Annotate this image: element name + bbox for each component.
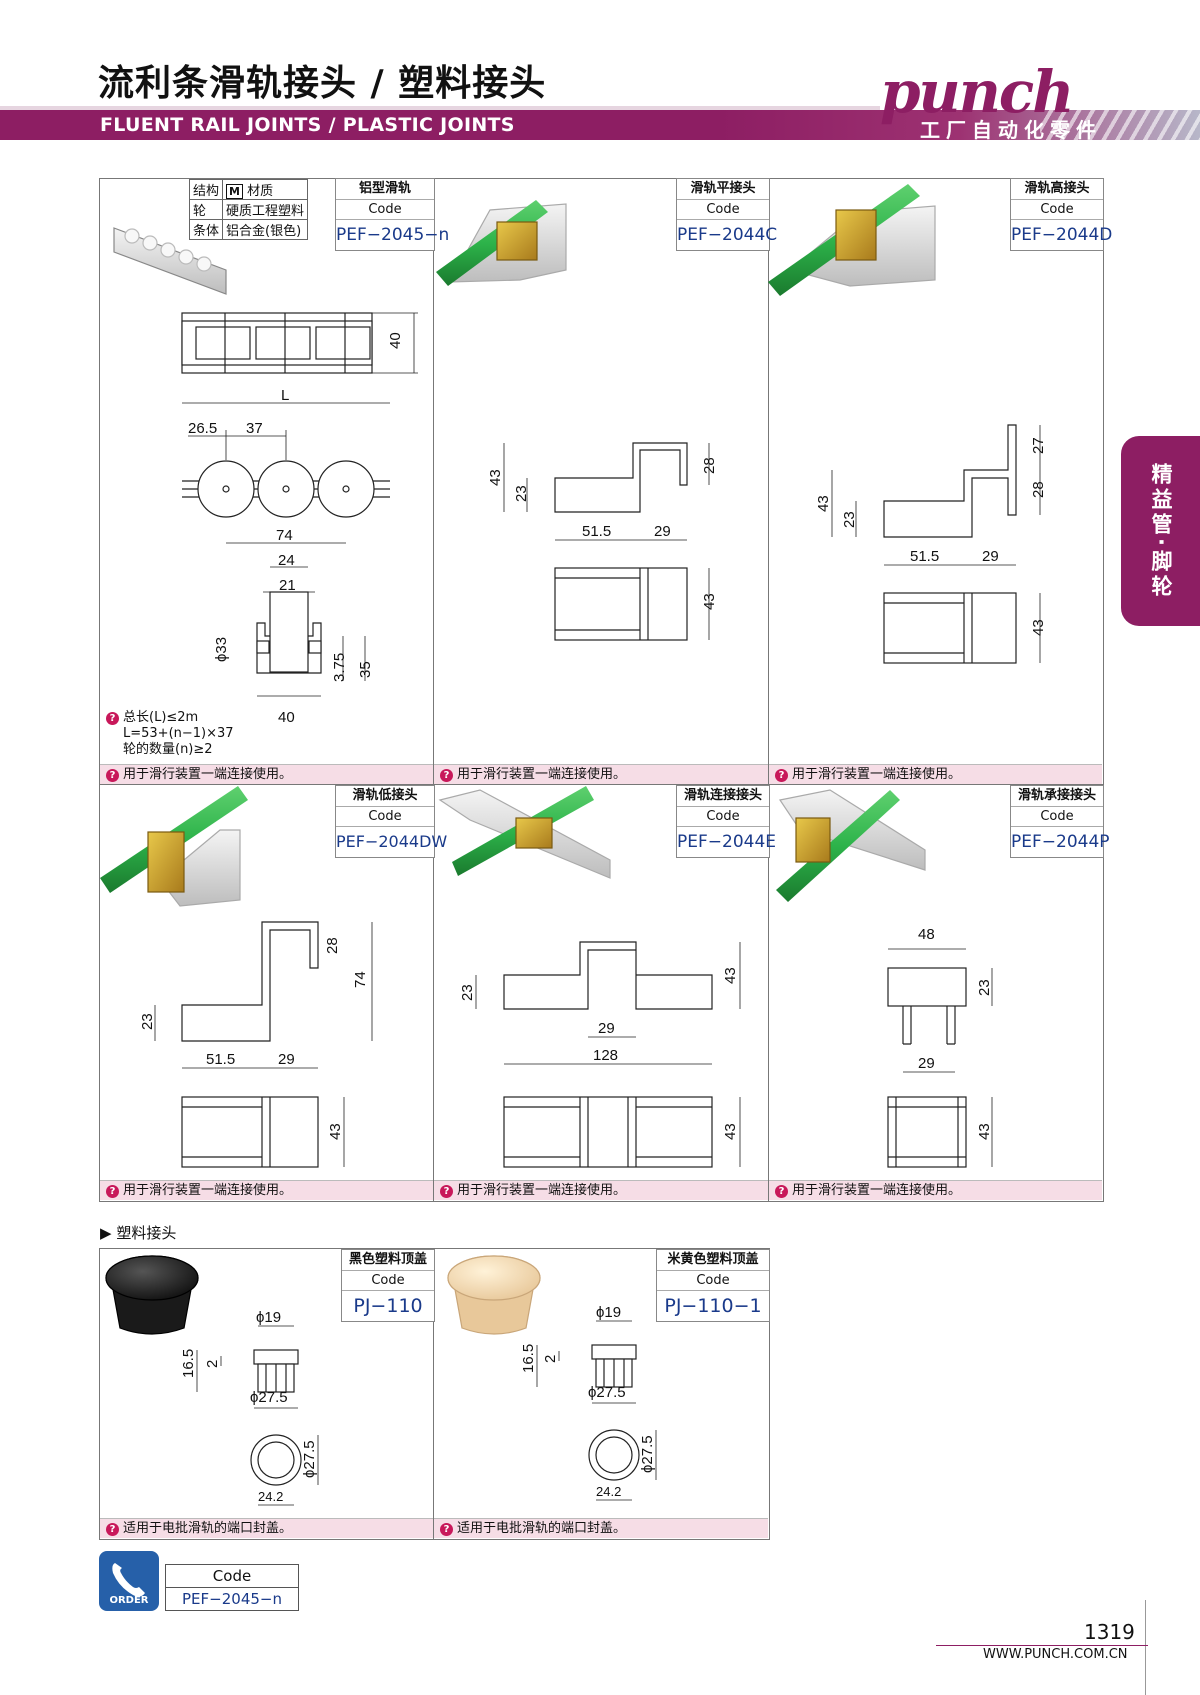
product-name: 滑轨低接头 (336, 786, 434, 807)
title-bar (0, 110, 1200, 140)
note-text: 用于滑行装置一端连接使用。 (123, 1183, 293, 1198)
product-code[interactable]: PEF−2044P (1011, 832, 1110, 852)
code-label: Code (342, 1271, 434, 1291)
section-plastic-joints: ▶ 塑料接头 (100, 1222, 176, 1243)
order-label: ORDER (109, 1595, 149, 1606)
note-bar: ? 用于滑行装置一端连接使用。 (100, 1180, 433, 1200)
title-bar-top-line (0, 106, 880, 110)
footer-line (936, 1645, 1148, 1646)
product-name: 铝型滑轨 (336, 179, 434, 200)
code-box: 米黄色塑料顶盖 Code PJ−110−1 (656, 1249, 770, 1322)
note-bar: ? 用于滑行装置一端连接使用。 (769, 1180, 1102, 1200)
note-bar: ? 适用于电批滑轨的端口封盖。 (100, 1518, 433, 1538)
code-label: Code (677, 807, 769, 827)
product-code[interactable]: PEF−2044D (1011, 225, 1113, 245)
spec-mat-body: 铝合金(银色) (222, 219, 309, 240)
product-name: 滑轨承接接头 (1011, 786, 1103, 807)
triangle-icon: ▶ (100, 1224, 112, 1242)
punch-logo: punch (880, 58, 1074, 126)
info-icon: ? (106, 712, 119, 725)
side-tab[interactable]: 精益管·脚轮 (1121, 436, 1200, 626)
product-code[interactable]: PEF−2044DW (336, 832, 448, 851)
note-bar: ? 用于滑行装置一端连接使用。 (769, 764, 1102, 784)
material-label: 材质 (247, 184, 274, 199)
product-code[interactable]: PEF−2044C (677, 225, 778, 245)
footer-vline (1145, 1600, 1146, 1695)
product-name: 米黄色塑料顶盖 (657, 1250, 769, 1271)
info-icon: ? (775, 1185, 788, 1198)
product-code[interactable]: PJ−110 (353, 1295, 423, 1317)
code-box: 滑轨平接头 Code PEF−2044C (676, 178, 778, 251)
order-code-label: Code (212, 1567, 252, 1585)
order-code[interactable]: PEF−2045−n (166, 1587, 298, 1610)
note-text: 适用于电批滑轨的端口封盖。 (457, 1521, 627, 1536)
note-text: 用于滑行装置一端连接使用。 (792, 1183, 962, 1198)
spec-header-structure: 结构 (188, 179, 224, 200)
code-label: Code (1011, 200, 1103, 220)
code-label: Code (657, 1271, 769, 1291)
info-icon: ? (440, 769, 453, 782)
info-icon: ? (440, 1185, 453, 1198)
code-label: Code (336, 200, 434, 220)
logo-subtitle: 工厂自动化零件 (920, 118, 1102, 142)
panel-flat-joint (433, 178, 770, 786)
spec-header-material: M 材质 (222, 179, 309, 200)
product-name: 滑轨高接头 (1011, 179, 1103, 200)
note-bar: ? 用于滑行装置一端连接使用。 (434, 1180, 768, 1200)
spec-mat-wheel: 硬质工程塑料 (222, 199, 309, 220)
rail-notes: ? 总长(L)≤2m L=53+(n−1)×37 轮的数量(n)≥2 (106, 710, 234, 758)
info-icon: ? (440, 1523, 453, 1536)
product-name: 滑轨连接接头 (677, 786, 769, 807)
panel-rail (99, 178, 435, 786)
material-badge: M (226, 184, 243, 199)
order-code-box: Code PEF−2045−n (165, 1564, 299, 1611)
code-box: 滑轨连接接头 Code PEF−2044E (676, 785, 777, 858)
section-label: 塑料接头 (116, 1224, 177, 1242)
product-name: 黑色塑料顶盖 (342, 1250, 434, 1271)
code-label: Code (1011, 807, 1103, 827)
code-box: 黑色塑料顶盖 Code PJ−110 (341, 1249, 435, 1322)
product-name: 滑轨平接头 (677, 179, 769, 200)
note-bar: ? 用于滑行装置一端连接使用。 (100, 764, 433, 784)
code-box: 滑轨高接头 Code PEF−2044D (1010, 178, 1113, 251)
page-title-en: FLUENT RAIL JOINTS / PLASTIC JOINTS (100, 114, 515, 136)
info-icon: ? (106, 769, 119, 782)
spec-part-body: 条体 (188, 219, 224, 240)
note-text: 用于滑行装置一端连接使用。 (792, 767, 962, 782)
panel-high-joint (768, 178, 1104, 786)
note-bar: ? 用于滑行装置一端连接使用。 (434, 764, 768, 784)
order-icon[interactable] (99, 1551, 159, 1611)
note-text: 适用于电批滑轨的端口封盖。 (123, 1521, 293, 1536)
product-code[interactable]: PEF−2045−n (336, 225, 450, 245)
info-icon: ? (775, 769, 788, 782)
page-title-cn: 流利条滑轨接头 / 塑料接头 (98, 63, 547, 104)
phone-icon (112, 1563, 145, 1597)
note-text: 用于滑行装置一端连接使用。 (123, 767, 293, 782)
code-box: 滑轨承接接头 Code PEF−2044P (1010, 785, 1110, 858)
spec-table: 结构 M 材质 轮硬质工程塑料 条体铝合金(银色) (188, 179, 309, 240)
footer-url[interactable]: WWW.PUNCH.COM.CN (983, 1647, 1128, 1662)
info-icon: ? (106, 1523, 119, 1536)
spec-part-wheel: 轮 (188, 199, 224, 220)
note-text: 用于滑行装置一端连接使用。 (457, 1183, 627, 1198)
code-label: Code (677, 200, 769, 220)
note-line: 轮的数量(n)≥2 (123, 742, 213, 757)
note-bar: ? 适用于电批滑轨的端口封盖。 (434, 1518, 768, 1538)
code-box: 铝型滑轨 Code PEF−2045−n (335, 178, 450, 251)
page-number: 1319 (1084, 1620, 1135, 1644)
note-text: 用于滑行装置一端连接使用。 (457, 767, 627, 782)
product-code[interactable]: PJ−110−1 (664, 1295, 762, 1317)
title-stripes (1040, 110, 1200, 140)
code-box: 滑轨低接头 Code PEF−2044DW (335, 785, 448, 858)
note-line: L=53+(n−1)×37 (123, 726, 234, 741)
info-icon: ? (106, 1185, 119, 1198)
code-label: Code (336, 807, 434, 827)
note-line: 总长(L)≤2m (123, 710, 199, 725)
product-code[interactable]: PEF−2044E (677, 832, 777, 852)
